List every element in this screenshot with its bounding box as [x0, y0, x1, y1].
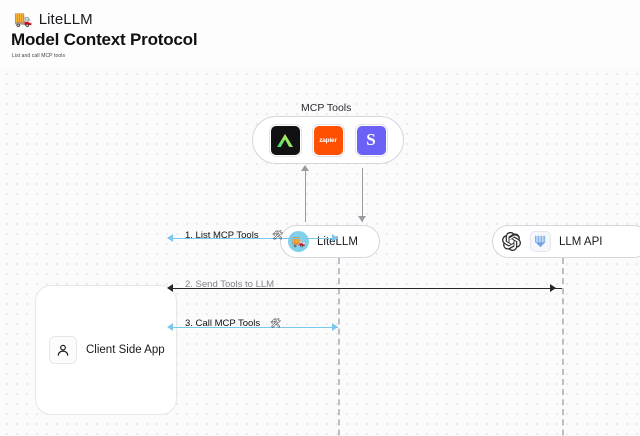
arrow-tools-to-litellm — [362, 168, 363, 222]
message-2-label: 2. Send Tools to LLM — [185, 279, 275, 290]
brand: 🚚 LiteLLM — [14, 8, 93, 30]
slack-tool-icon[interactable]: S — [355, 124, 387, 156]
user-glyph — [57, 344, 69, 356]
message-1-line — [172, 238, 338, 239]
node-litellm[interactable]: 🚚 LiteLLM — [280, 225, 380, 258]
mcp-tools-label: MCP Tools — [301, 102, 352, 114]
message-3-line — [172, 327, 338, 328]
truck-icon: 🚚 — [14, 10, 33, 28]
lifeline-llm-api — [562, 258, 564, 436]
message-1-arrowhead-left — [167, 234, 173, 242]
node-client-side-app[interactable]: Client Side App — [35, 285, 177, 415]
message-1-label: 1. List MCP Tools — [185, 230, 259, 241]
openai-glyph — [501, 232, 521, 251]
page-title: Model Context Protocol — [11, 30, 198, 49]
mcp-tools-group[interactable]: zapier S — [252, 116, 404, 164]
lifeline-litellm — [338, 258, 340, 436]
message-1-arrowhead-right — [332, 234, 338, 242]
message-3-label: 3. Call MCP Tools — [185, 318, 261, 329]
diagram-canvas: MCP Tools zapier S — [0, 66, 640, 436]
zapier-wordmark: zapier — [319, 136, 337, 144]
user-icon — [49, 336, 77, 364]
node-llm-api-label: LLM API — [559, 235, 603, 248]
message-2-arrowhead-right — [550, 284, 556, 292]
node-llm-api[interactable]: LLM API — [492, 225, 640, 258]
anthropic-icon — [530, 231, 551, 252]
message-2-line — [172, 288, 562, 289]
message-1-tools-icon: 🛠 — [272, 230, 284, 240]
triangle-glyph — [277, 133, 293, 147]
message-3-tools-icon: 🛠 — [270, 318, 282, 328]
arrowhead-down-icon — [358, 216, 366, 222]
message-3-arrowhead-left — [167, 323, 173, 331]
linear-tool-icon[interactable] — [269, 124, 301, 156]
node-client-label: Client Side App — [86, 344, 165, 356]
message-2-arrowhead-left — [167, 284, 173, 292]
page-subtitle: List and call MCP tools — [12, 53, 66, 59]
brand-name: LiteLLM — [38, 10, 93, 28]
message-3-arrowhead-right — [332, 323, 338, 331]
anthropic-glyph — [534, 235, 546, 248]
arrow-litellm-to-tools — [305, 168, 306, 222]
arrowhead-up-icon — [301, 165, 309, 171]
slack-wordmark: S — [366, 130, 376, 149]
zapier-tool-icon[interactable]: zapier — [312, 124, 344, 156]
litellm-truck-avatar: 🚚 — [288, 231, 309, 252]
openai-icon — [500, 231, 522, 253]
